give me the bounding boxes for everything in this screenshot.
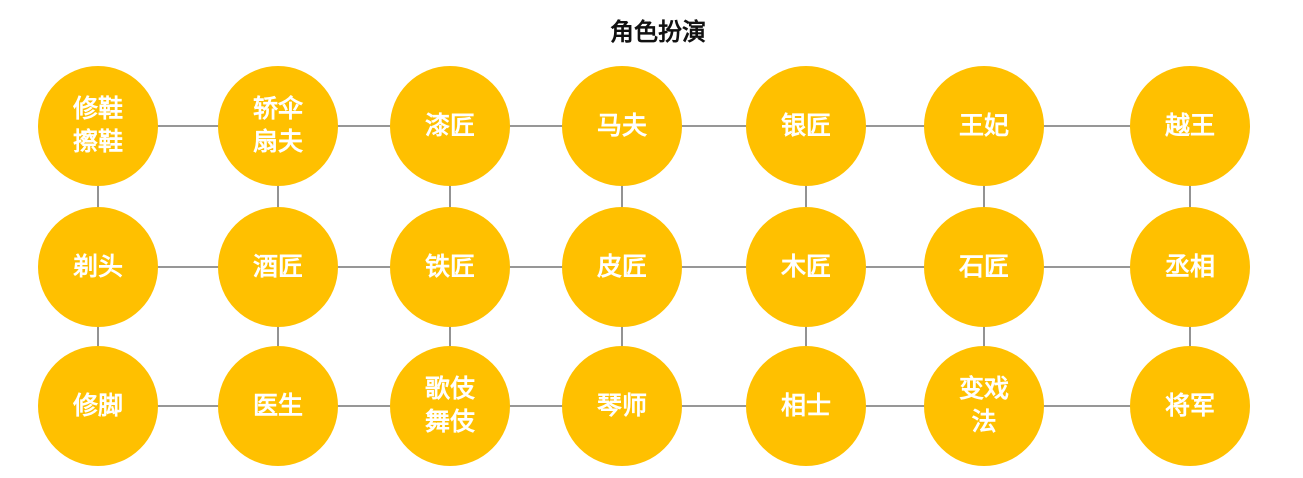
role-label: 银匠 (780, 111, 831, 140)
role-label: 修鞋擦鞋 (73, 95, 124, 156)
role-node: 银匠 (746, 66, 866, 186)
role-label: 酒匠 (252, 252, 303, 281)
role-node: 马夫 (562, 66, 682, 186)
role-node: 修鞋擦鞋 (38, 66, 158, 186)
role-node: 歌伎舞伎 (390, 346, 510, 466)
role-node: 将军 (1130, 346, 1250, 466)
role-node: 变戏法 (924, 346, 1044, 466)
role-label: 马夫 (596, 111, 647, 140)
role-node: 修脚 (38, 346, 158, 466)
role-node: 酒匠 (218, 207, 338, 327)
role-label: 医生 (252, 391, 303, 420)
role-node: 丞相 (1130, 207, 1250, 327)
role-node: 皮匠 (562, 207, 682, 327)
role-node: 越王 (1130, 66, 1250, 186)
role-label: 轿伞扇夫 (253, 95, 304, 156)
role-label: 皮匠 (596, 252, 647, 281)
role-label: 王妃 (958, 111, 1009, 140)
role-node: 王妃 (924, 66, 1044, 186)
role-label: 歌伎舞伎 (425, 375, 476, 436)
role-node: 轿伞扇夫 (218, 66, 338, 186)
role-node: 琴师 (562, 346, 682, 466)
role-node: 石匠 (924, 207, 1044, 327)
role-label: 丞相 (1164, 252, 1215, 281)
role-node: 医生 (218, 346, 338, 466)
role-label: 铁匠 (424, 252, 475, 281)
role-label: 将军 (1164, 391, 1215, 420)
role-label: 石匠 (958, 252, 1009, 281)
role-node: 木匠 (746, 207, 866, 327)
role-node: 铁匠 (390, 207, 510, 327)
role-label: 木匠 (780, 252, 831, 281)
role-label: 漆匠 (424, 111, 475, 140)
role-label: 修脚 (72, 391, 123, 420)
diagram-title: 角色扮演 (610, 19, 706, 46)
role-label: 相士 (780, 391, 831, 420)
role-node: 剃头 (38, 207, 158, 327)
role-label: 越王 (1164, 111, 1215, 140)
role-label: 变戏法 (959, 375, 1010, 436)
role-node: 相士 (746, 346, 866, 466)
role-label: 剃头 (72, 252, 123, 281)
role-label: 琴师 (596, 391, 647, 420)
role-node: 漆匠 (390, 66, 510, 186)
